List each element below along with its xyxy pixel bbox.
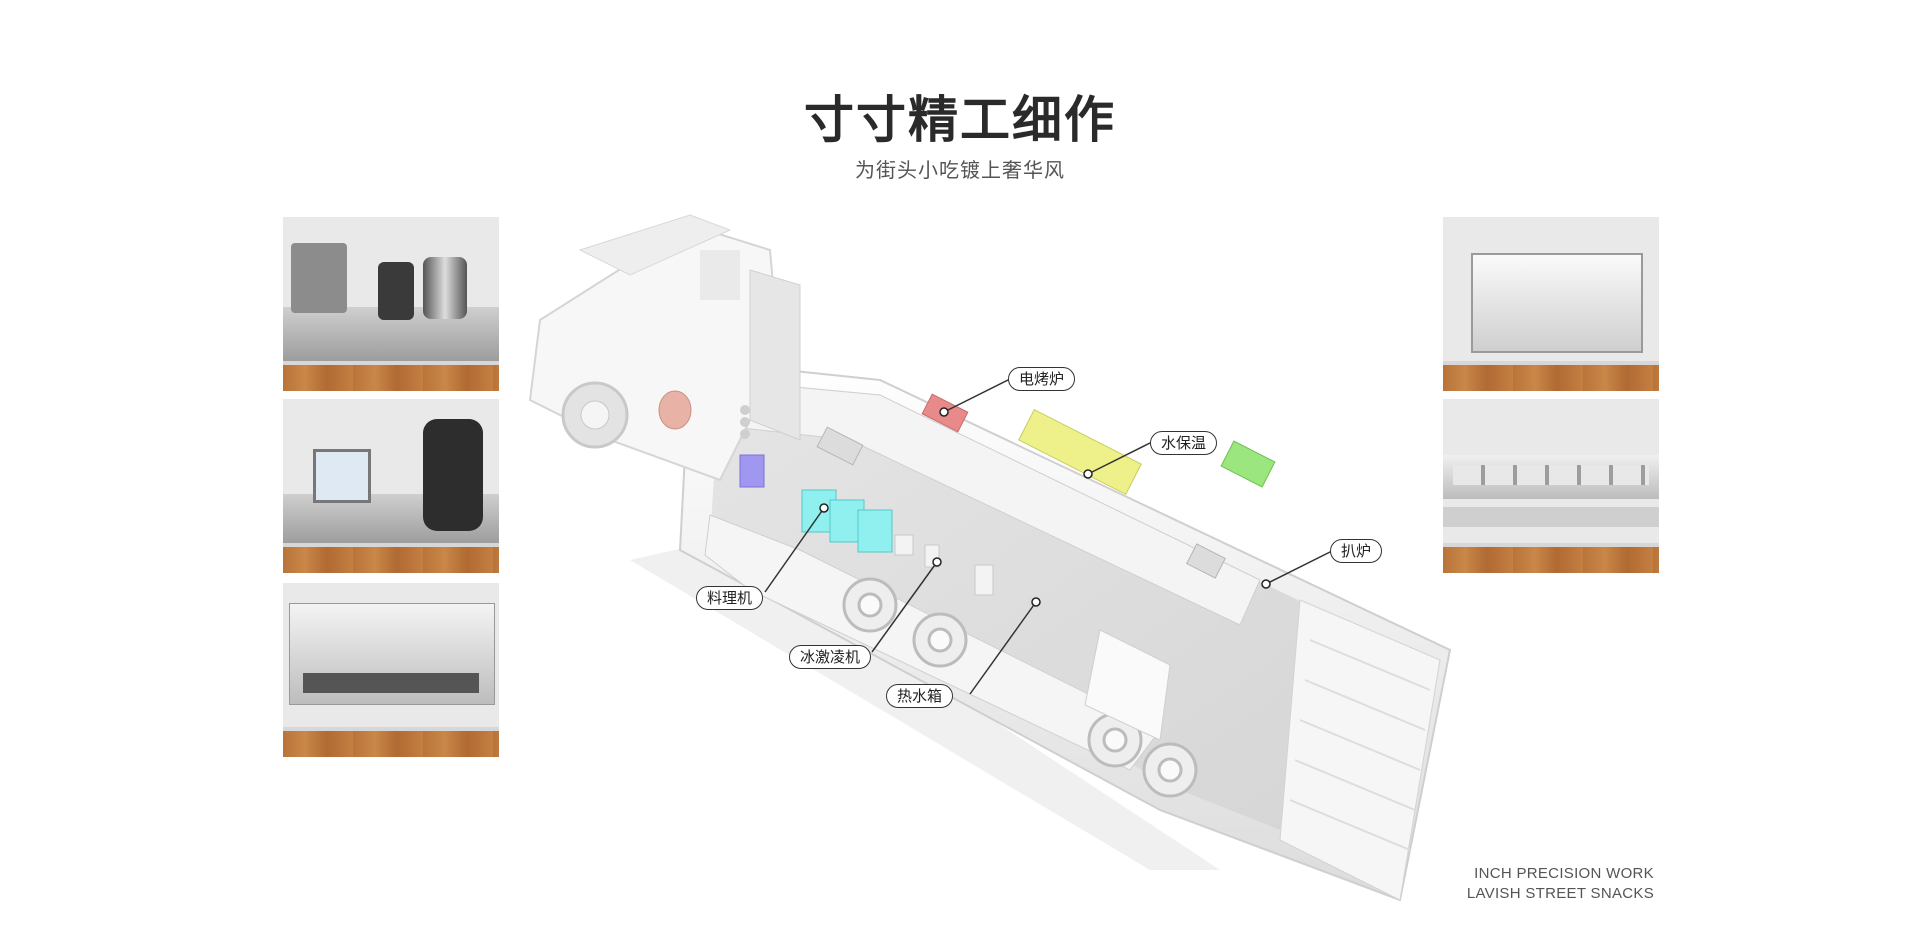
footer-line-1: INCH PRECISION WORK (1474, 865, 1654, 882)
page-title: 寸寸精工细作 (804, 91, 1116, 149)
rear-stairs (1279, 599, 1441, 901)
photo-grill (283, 583, 499, 757)
photo-griddle (1443, 217, 1659, 391)
callout-griddle: 扒炉 (1330, 539, 1383, 563)
footer-tagline: INCH PRECISION WORK LAVISH STREET SNACKS (1467, 864, 1654, 904)
footer-line-2: LAVISH STREET SNACKS (1466, 885, 1654, 902)
ice-cream-machine-shape (739, 454, 765, 488)
callout-water-warmer: 水保温 (1150, 431, 1218, 455)
griddle-shape (1220, 440, 1276, 488)
photo-pos-station (283, 399, 499, 573)
callout-electric-oven: 电烤炉 (1008, 367, 1076, 391)
food-processor-shape (658, 390, 692, 430)
trailer-floor (710, 380, 1420, 870)
photo-warmer (1443, 399, 1659, 573)
truck-cab (528, 214, 801, 482)
callout-food-processor: 料理机 (696, 586, 764, 610)
callout-ice-cream-machine: 冰激凌机 (789, 645, 872, 669)
callout-hot-water-tank: 热水箱 (886, 684, 954, 708)
page-subtitle: 为街头小吃镀上奢华风 (855, 158, 1065, 182)
photo-tea-station (283, 217, 499, 391)
food-truck-illustration (520, 210, 1480, 910)
